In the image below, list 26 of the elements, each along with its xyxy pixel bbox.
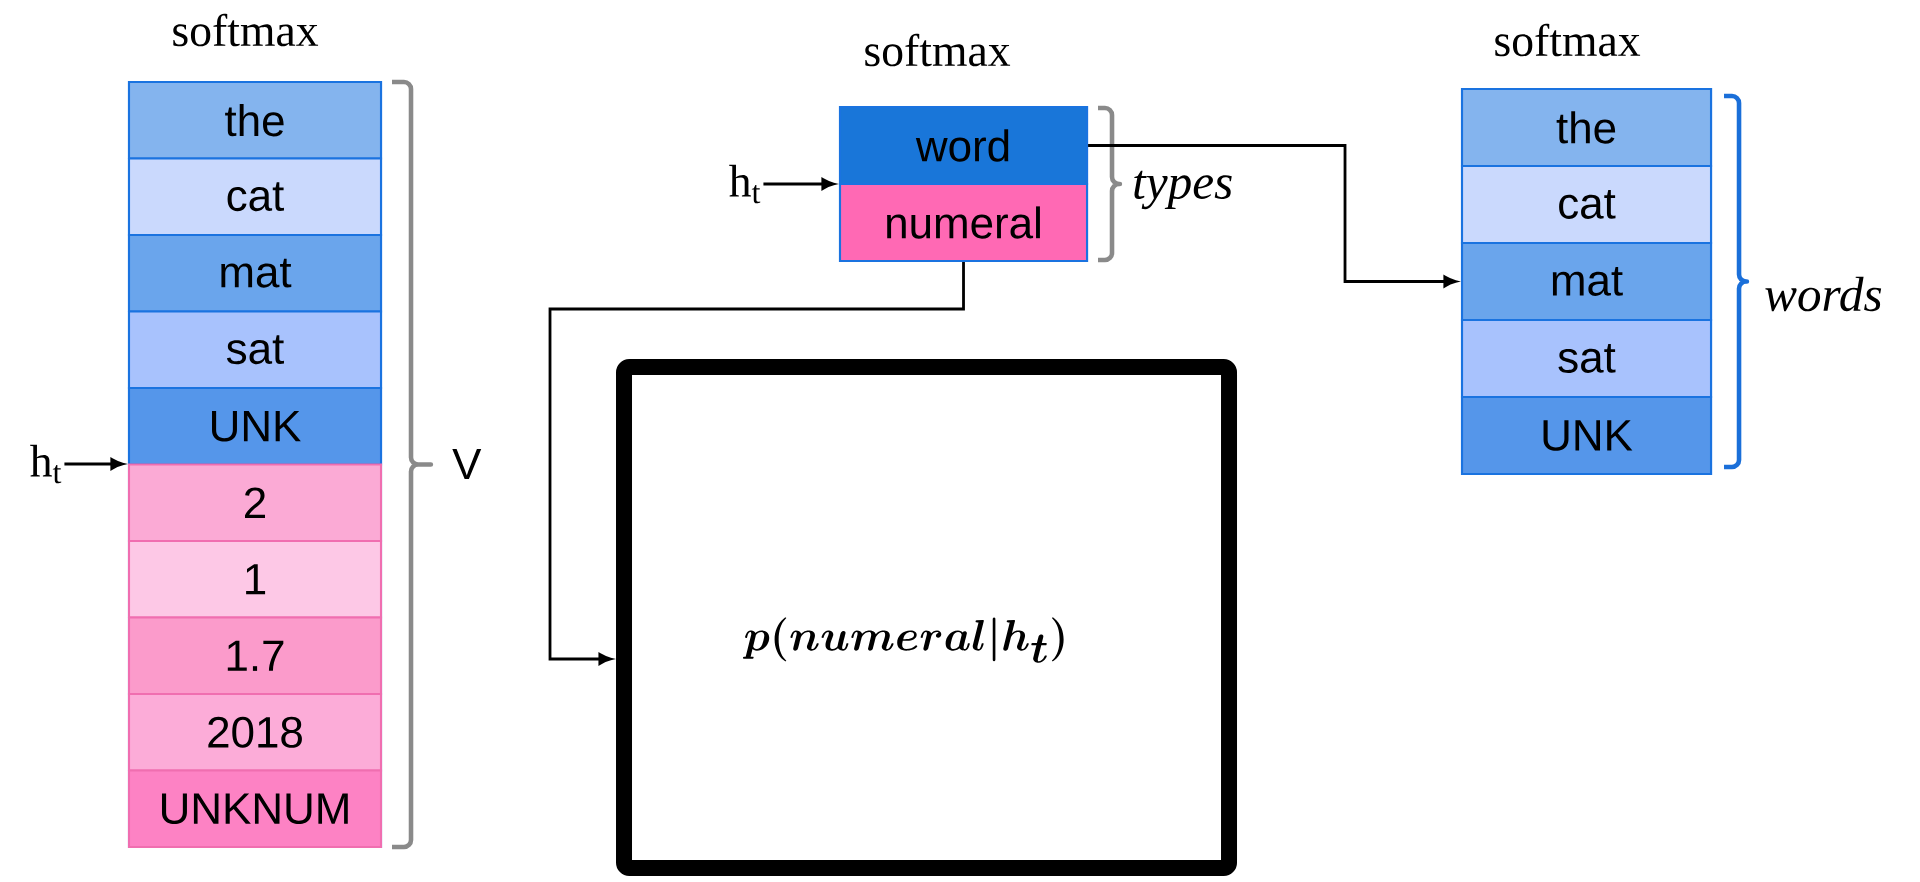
vocabulary-cell: word bbox=[838, 105, 1089, 186]
vocabulary-cell: cat bbox=[1460, 164, 1713, 245]
probability-box: $\boldsymbol{p(numeral|h_{t})}$ bbox=[616, 359, 1237, 876]
vocabulary-cell: sat bbox=[127, 310, 383, 390]
vocabulary-cell: the bbox=[127, 80, 383, 160]
vocabulary-cell: 2 bbox=[127, 463, 383, 543]
vocabulary-cell: mat bbox=[1460, 241, 1713, 322]
bracket-label: V bbox=[452, 448, 482, 480]
vocabulary-cell: 1.7 bbox=[127, 616, 383, 696]
vocabulary-cell: UNK bbox=[127, 386, 383, 466]
column-heading: softmax bbox=[1495, 23, 1641, 57]
arrow bbox=[548, 262, 965, 665]
vocabulary-cell: the bbox=[1460, 87, 1713, 168]
vocabulary-cell: 1 bbox=[127, 539, 383, 619]
hidden-state-label: h$_{t}$ bbox=[30, 444, 62, 484]
vocabulary-cell: UNK bbox=[1460, 395, 1713, 476]
vocabulary-cell: sat bbox=[1460, 318, 1713, 399]
vocabulary-cell: UNKNUM bbox=[127, 769, 383, 849]
vocabulary-cell: numeral bbox=[838, 182, 1089, 263]
column-heading: softmax bbox=[173, 13, 319, 47]
vocabulary-cell: mat bbox=[127, 233, 383, 313]
vocabulary-cell: cat bbox=[127, 157, 383, 237]
vocabulary-cell: 2018 bbox=[127, 692, 383, 772]
hidden-state-label: h$_{t}$ bbox=[729, 164, 761, 204]
column-heading: softmax bbox=[865, 33, 1011, 67]
bracket-label: words bbox=[1765, 276, 1882, 312]
